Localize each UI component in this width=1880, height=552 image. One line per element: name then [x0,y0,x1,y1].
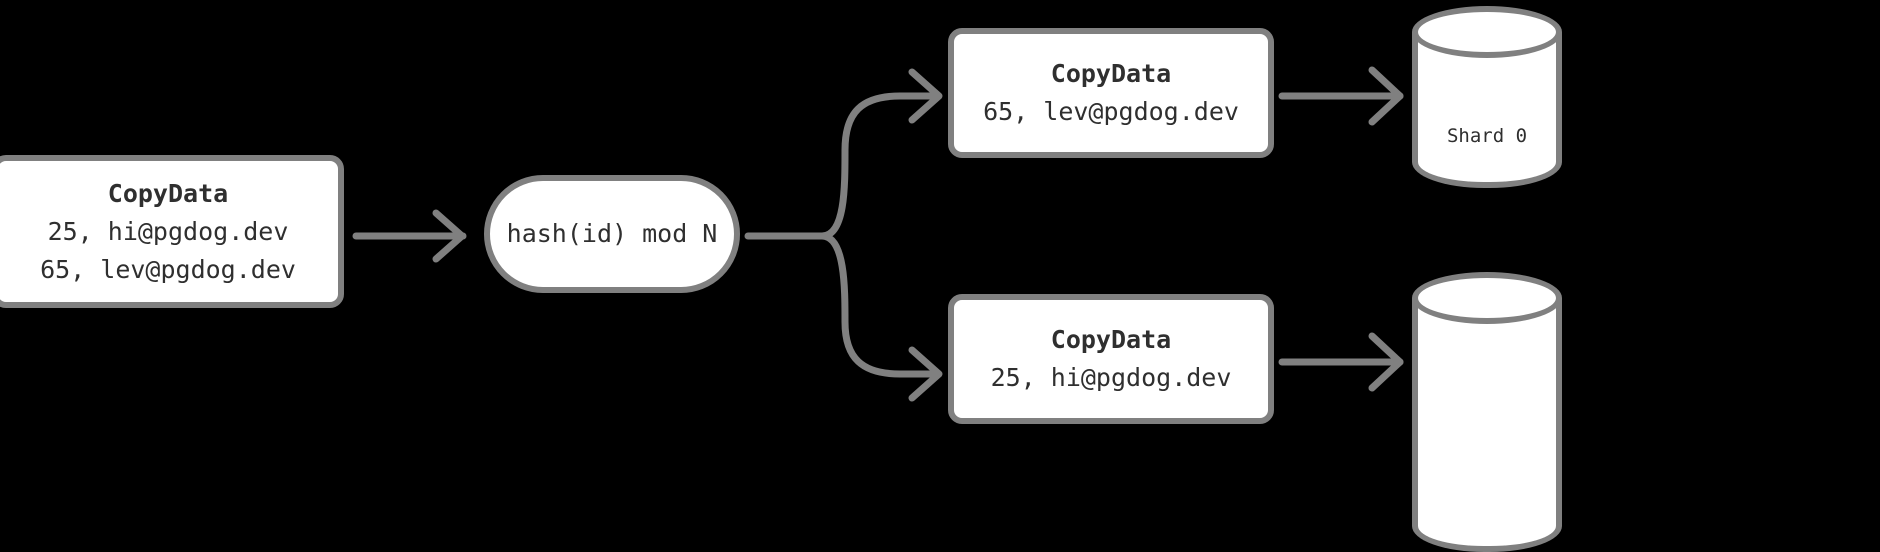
node-row: 65, lev@pgdog.dev [40,254,296,284]
node-shard-1[interactable]: Shard 1 [1412,272,1562,552]
node-title: CopyData [1050,59,1172,88]
node-label: hash(id) mod N [506,219,718,248]
database-cylinder-top-icon [1412,272,1562,324]
edge-source-to-hash [352,209,467,263]
node-copydata-shard-1[interactable]: CopyData 25, hi@pgdog.dev [948,294,1274,424]
node-row: 25, hi@pgdog.dev [990,363,1232,392]
edge-hash-to-copy-shard-0 [818,68,943,240]
database-cylinder-top-icon [1412,6,1562,58]
node-title: CopyData [1050,325,1172,354]
edge-hash-to-copy-shard-1 [818,232,943,402]
node-hash-function[interactable]: hash(id) mod N [484,175,740,293]
database-cylinder-icon [1412,32,1562,188]
node-source-copydata[interactable]: CopyData 25, hi@pgdog.dev 65, lev@pgdog.… [0,155,344,308]
node-shard-0[interactable]: Shard 0 [1412,6,1562,188]
shard-label: Shard 0 [1446,125,1528,147]
node-row: 65, lev@pgdog.dev [983,97,1239,126]
edge-copy-0-to-shard-0 [1278,66,1404,126]
node-title: CopyData [107,178,229,208]
edge-copy-1-to-shard-1 [1278,332,1404,392]
node-row: 25, hi@pgdog.dev [47,216,289,246]
database-cylinder-icon [1412,298,1562,552]
node-copydata-shard-0[interactable]: CopyData 65, lev@pgdog.dev [948,28,1274,158]
